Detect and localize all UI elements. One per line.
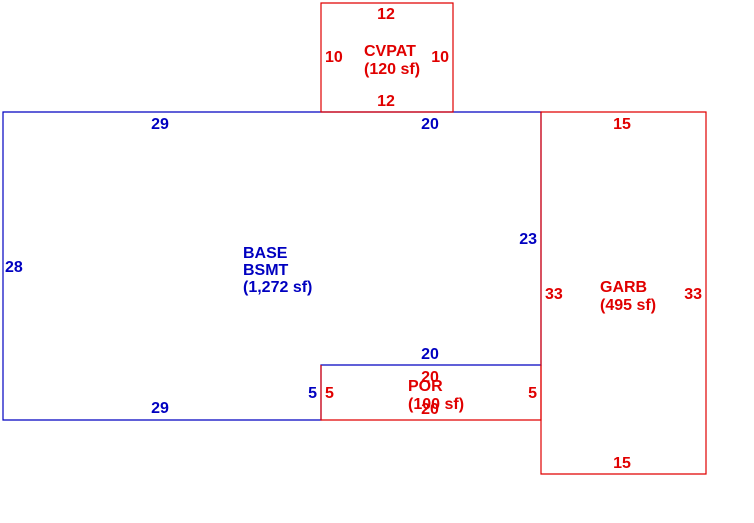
cvpat-code-label: CVPAT (364, 43, 416, 60)
garb-dimension-top: 15 (613, 116, 631, 133)
base-dimension-notch-left: 5 (308, 385, 317, 402)
base-dimension-left: 28 (5, 259, 23, 276)
por-dimension-bottom: 20 (421, 401, 439, 418)
cvpat-outline (320, 2, 454, 113)
garb-dimension-right: 33 (684, 286, 702, 303)
por-area-label: (100 sf) (408, 396, 464, 413)
base-dimension-bottom-left: 29 (151, 400, 169, 417)
por-dimension-top: 20 (421, 369, 439, 386)
garb-outline (540, 111, 707, 475)
base-dimension-right: 23 (519, 231, 537, 248)
cvpat-dimension-left: 10 (325, 49, 343, 66)
base-area-label: (1,272 sf) (243, 279, 312, 296)
cvpat-dimension-bottom: 12 (377, 93, 395, 110)
garb-dimension-bottom: 15 (613, 455, 631, 472)
cvpat-dimension-top: 12 (377, 6, 395, 23)
cvpat-dimension-right: 10 (431, 49, 449, 66)
garb-code-label: GARB (600, 279, 647, 296)
por-outline (320, 365, 542, 421)
base-dimension-notch-top: 20 (421, 346, 439, 363)
base-dimension-top-left: 29 (151, 116, 169, 133)
base-code-label: BASE (243, 245, 288, 262)
cvpat-area-label: (120 sf) (364, 61, 420, 78)
por-dimension-right: 5 (528, 385, 537, 402)
base-dimension-top-right: 20 (421, 116, 439, 133)
por-dimension-left: 5 (325, 385, 334, 402)
base-subcode-label: BSMT (243, 262, 289, 279)
por-code-label: POR (408, 378, 443, 395)
garb-area-label: (495 sf) (600, 297, 656, 314)
garb-dimension-left: 33 (545, 286, 563, 303)
